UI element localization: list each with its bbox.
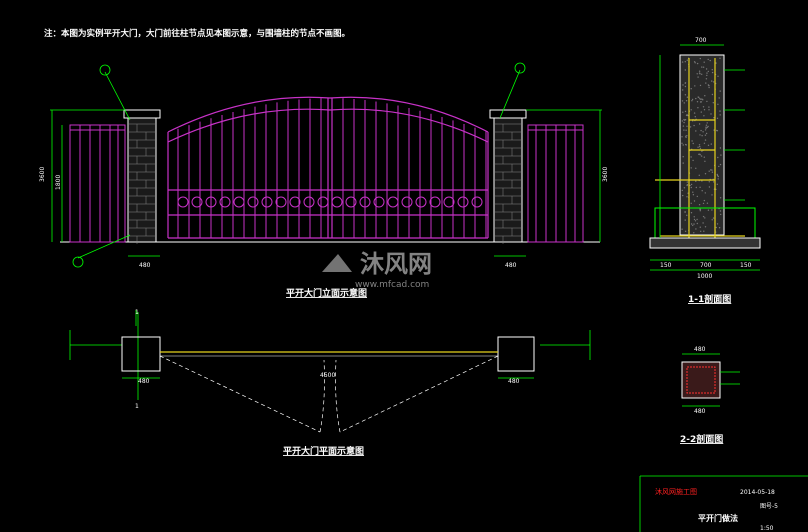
watermark: 沐风网 www.mfcad.com xyxy=(322,250,432,290)
title-date: 2014-05-18 xyxy=(740,489,775,496)
title-sheet-label: 图号-5 xyxy=(760,503,778,510)
right-pier xyxy=(489,109,527,244)
section-mark-bottom: 1 xyxy=(135,403,139,410)
caption-plan: 平开大门平面示意图 xyxy=(283,445,364,457)
dim-small-bottom: 480 xyxy=(694,408,706,415)
caption-section-1: 1-1剖面图 xyxy=(688,293,731,305)
title-scale: 1:50 xyxy=(760,525,774,532)
left-fence-panel xyxy=(69,124,126,243)
left-pier xyxy=(123,109,161,244)
title-company: 沐风网施工图 xyxy=(655,487,697,496)
gate-plan: 4500 480 480 1 1 xyxy=(69,309,591,433)
plan-right-pier xyxy=(497,336,535,372)
caption-elevation: 平开大门立面示意图 xyxy=(286,287,367,299)
section-mark-top: 1 xyxy=(135,309,139,316)
plan-swing-arcs xyxy=(159,355,499,433)
plan-left-pier xyxy=(121,336,161,372)
gate-elevation: 3600 1800 3600 480 480 xyxy=(39,62,609,269)
dim-section-part-1: 150 xyxy=(660,262,672,269)
watermark-url: www.mfcad.com xyxy=(355,280,429,290)
double-swing-gate xyxy=(167,96,489,239)
right-fence-panel xyxy=(527,124,584,243)
section-1-1: 700 1000 150 700 150 xyxy=(649,37,761,280)
title-block: 沐风网施工图 2014-05-18 图号-5 平开门做法 1:50 xyxy=(639,475,808,532)
dim-plan-right: 480 xyxy=(508,378,520,385)
section-2-2: 480 480 xyxy=(681,346,740,415)
watermark-brand: 沐风网 xyxy=(360,250,432,278)
watermark-logo-icon xyxy=(322,254,352,272)
caption-section-2: 2-2剖面图 xyxy=(680,433,723,445)
dim-section-part-2: 700 xyxy=(700,262,712,269)
dim-plan-center: 4500 xyxy=(320,372,335,379)
dim-small-top: 480 xyxy=(694,346,706,353)
drawing-note: 注：本图为实例平开大门，大门前往柱节点见本图示意，与围墙柱的节点不画图。 xyxy=(44,28,350,39)
dim-left-pier: 480 xyxy=(139,262,151,269)
dim-right-pier: 480 xyxy=(505,262,517,269)
dim-plan-left: 480 xyxy=(138,378,150,385)
dim-height-left-inner: 1800 xyxy=(55,175,62,190)
dim-section-top: 700 xyxy=(695,37,707,44)
dim-section-part-3: 150 xyxy=(740,262,752,269)
dim-section-bottom: 1000 xyxy=(697,273,712,280)
title-name: 平开门做法 xyxy=(698,513,738,523)
dim-height-right: 3600 xyxy=(602,167,609,182)
elevation-dimensions xyxy=(50,62,602,268)
dim-height-left: 3600 xyxy=(39,167,46,182)
